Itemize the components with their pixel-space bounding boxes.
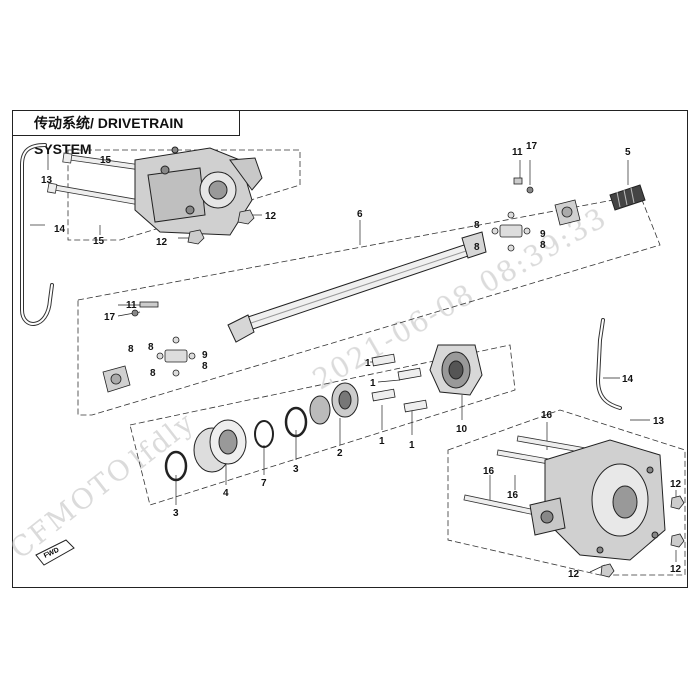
rear-yoke-flange xyxy=(102,365,131,393)
callout: 13 xyxy=(653,416,665,427)
callout: 11 xyxy=(126,300,137,311)
callout: 1 xyxy=(365,358,371,369)
callout-labels: 15 13 14 15 12 12 6 11 17 5 8 8 9 8 11 1… xyxy=(41,141,682,580)
callout: 8 xyxy=(150,368,156,379)
callout: 7 xyxy=(261,478,267,489)
callout: 11 xyxy=(512,147,523,158)
callout: 15 xyxy=(100,155,112,166)
callout: 10 xyxy=(456,424,468,435)
propeller-shaft xyxy=(227,231,487,343)
front-nuts xyxy=(187,209,255,245)
callout: 12 xyxy=(265,211,277,222)
callout: 3 xyxy=(293,464,299,475)
callout: 8 xyxy=(540,240,546,251)
callout: 12 xyxy=(670,564,682,575)
callout: 16 xyxy=(507,490,519,501)
sleeve-2-a xyxy=(309,395,331,425)
callout: 8 xyxy=(148,342,154,353)
bolt-11-17-bottom xyxy=(131,301,159,317)
callout: 17 xyxy=(526,141,538,152)
coupling-bolts xyxy=(371,353,428,413)
callout: 4 xyxy=(223,488,229,499)
callout: 8 xyxy=(474,220,480,231)
rear-differential xyxy=(529,439,666,561)
callout: 1 xyxy=(409,440,415,451)
flange-10 xyxy=(429,344,483,396)
callout: 6 xyxy=(357,209,363,220)
front-differential xyxy=(134,146,263,236)
coupling-parts xyxy=(164,382,359,482)
callout: 8 xyxy=(202,361,208,372)
driveshaft-outline xyxy=(77,194,661,416)
callout: 5 xyxy=(625,147,631,158)
diagram-title: 传动系统/ DRIVETRAIN SYSTEM xyxy=(12,110,240,157)
callout: 3 xyxy=(173,508,179,519)
fwd-badge: FWD xyxy=(35,539,75,566)
callout: 17 xyxy=(104,312,116,323)
boot-5 xyxy=(609,184,646,211)
callout: 1 xyxy=(370,378,376,389)
front-long-bolts xyxy=(46,152,150,206)
bolt-11-17-top xyxy=(513,177,534,194)
ring-7 xyxy=(254,420,274,448)
callout: 8 xyxy=(474,242,480,253)
front-universal-joint xyxy=(491,211,531,252)
diagram-frame xyxy=(12,110,688,588)
callout: 14 xyxy=(54,224,66,235)
rear-nuts xyxy=(600,495,685,578)
watermark-user: lfdly xyxy=(124,405,201,475)
snap-ring-3-left xyxy=(164,450,188,482)
callout: 12 xyxy=(670,479,682,490)
callout: 14 xyxy=(622,374,634,385)
callout: 16 xyxy=(483,466,495,477)
callout: 13 xyxy=(41,175,53,186)
callout: 1 xyxy=(379,436,385,447)
rear-universal-joint xyxy=(156,336,196,377)
front-vent-hose xyxy=(20,143,54,326)
rear-coupling-outline xyxy=(129,344,516,506)
callout: 12 xyxy=(156,237,168,248)
callout: 15 xyxy=(93,236,105,247)
front-yoke-flange xyxy=(554,199,581,226)
callout: 9 xyxy=(202,350,208,361)
callout: 2 xyxy=(337,448,343,459)
rear-diff-outline xyxy=(447,409,686,576)
callout: 8 xyxy=(128,344,134,355)
snap-ring-3-right xyxy=(284,406,308,438)
callout: 9 xyxy=(540,229,546,240)
callout: 16 xyxy=(541,410,553,421)
callout: 12 xyxy=(568,569,580,580)
